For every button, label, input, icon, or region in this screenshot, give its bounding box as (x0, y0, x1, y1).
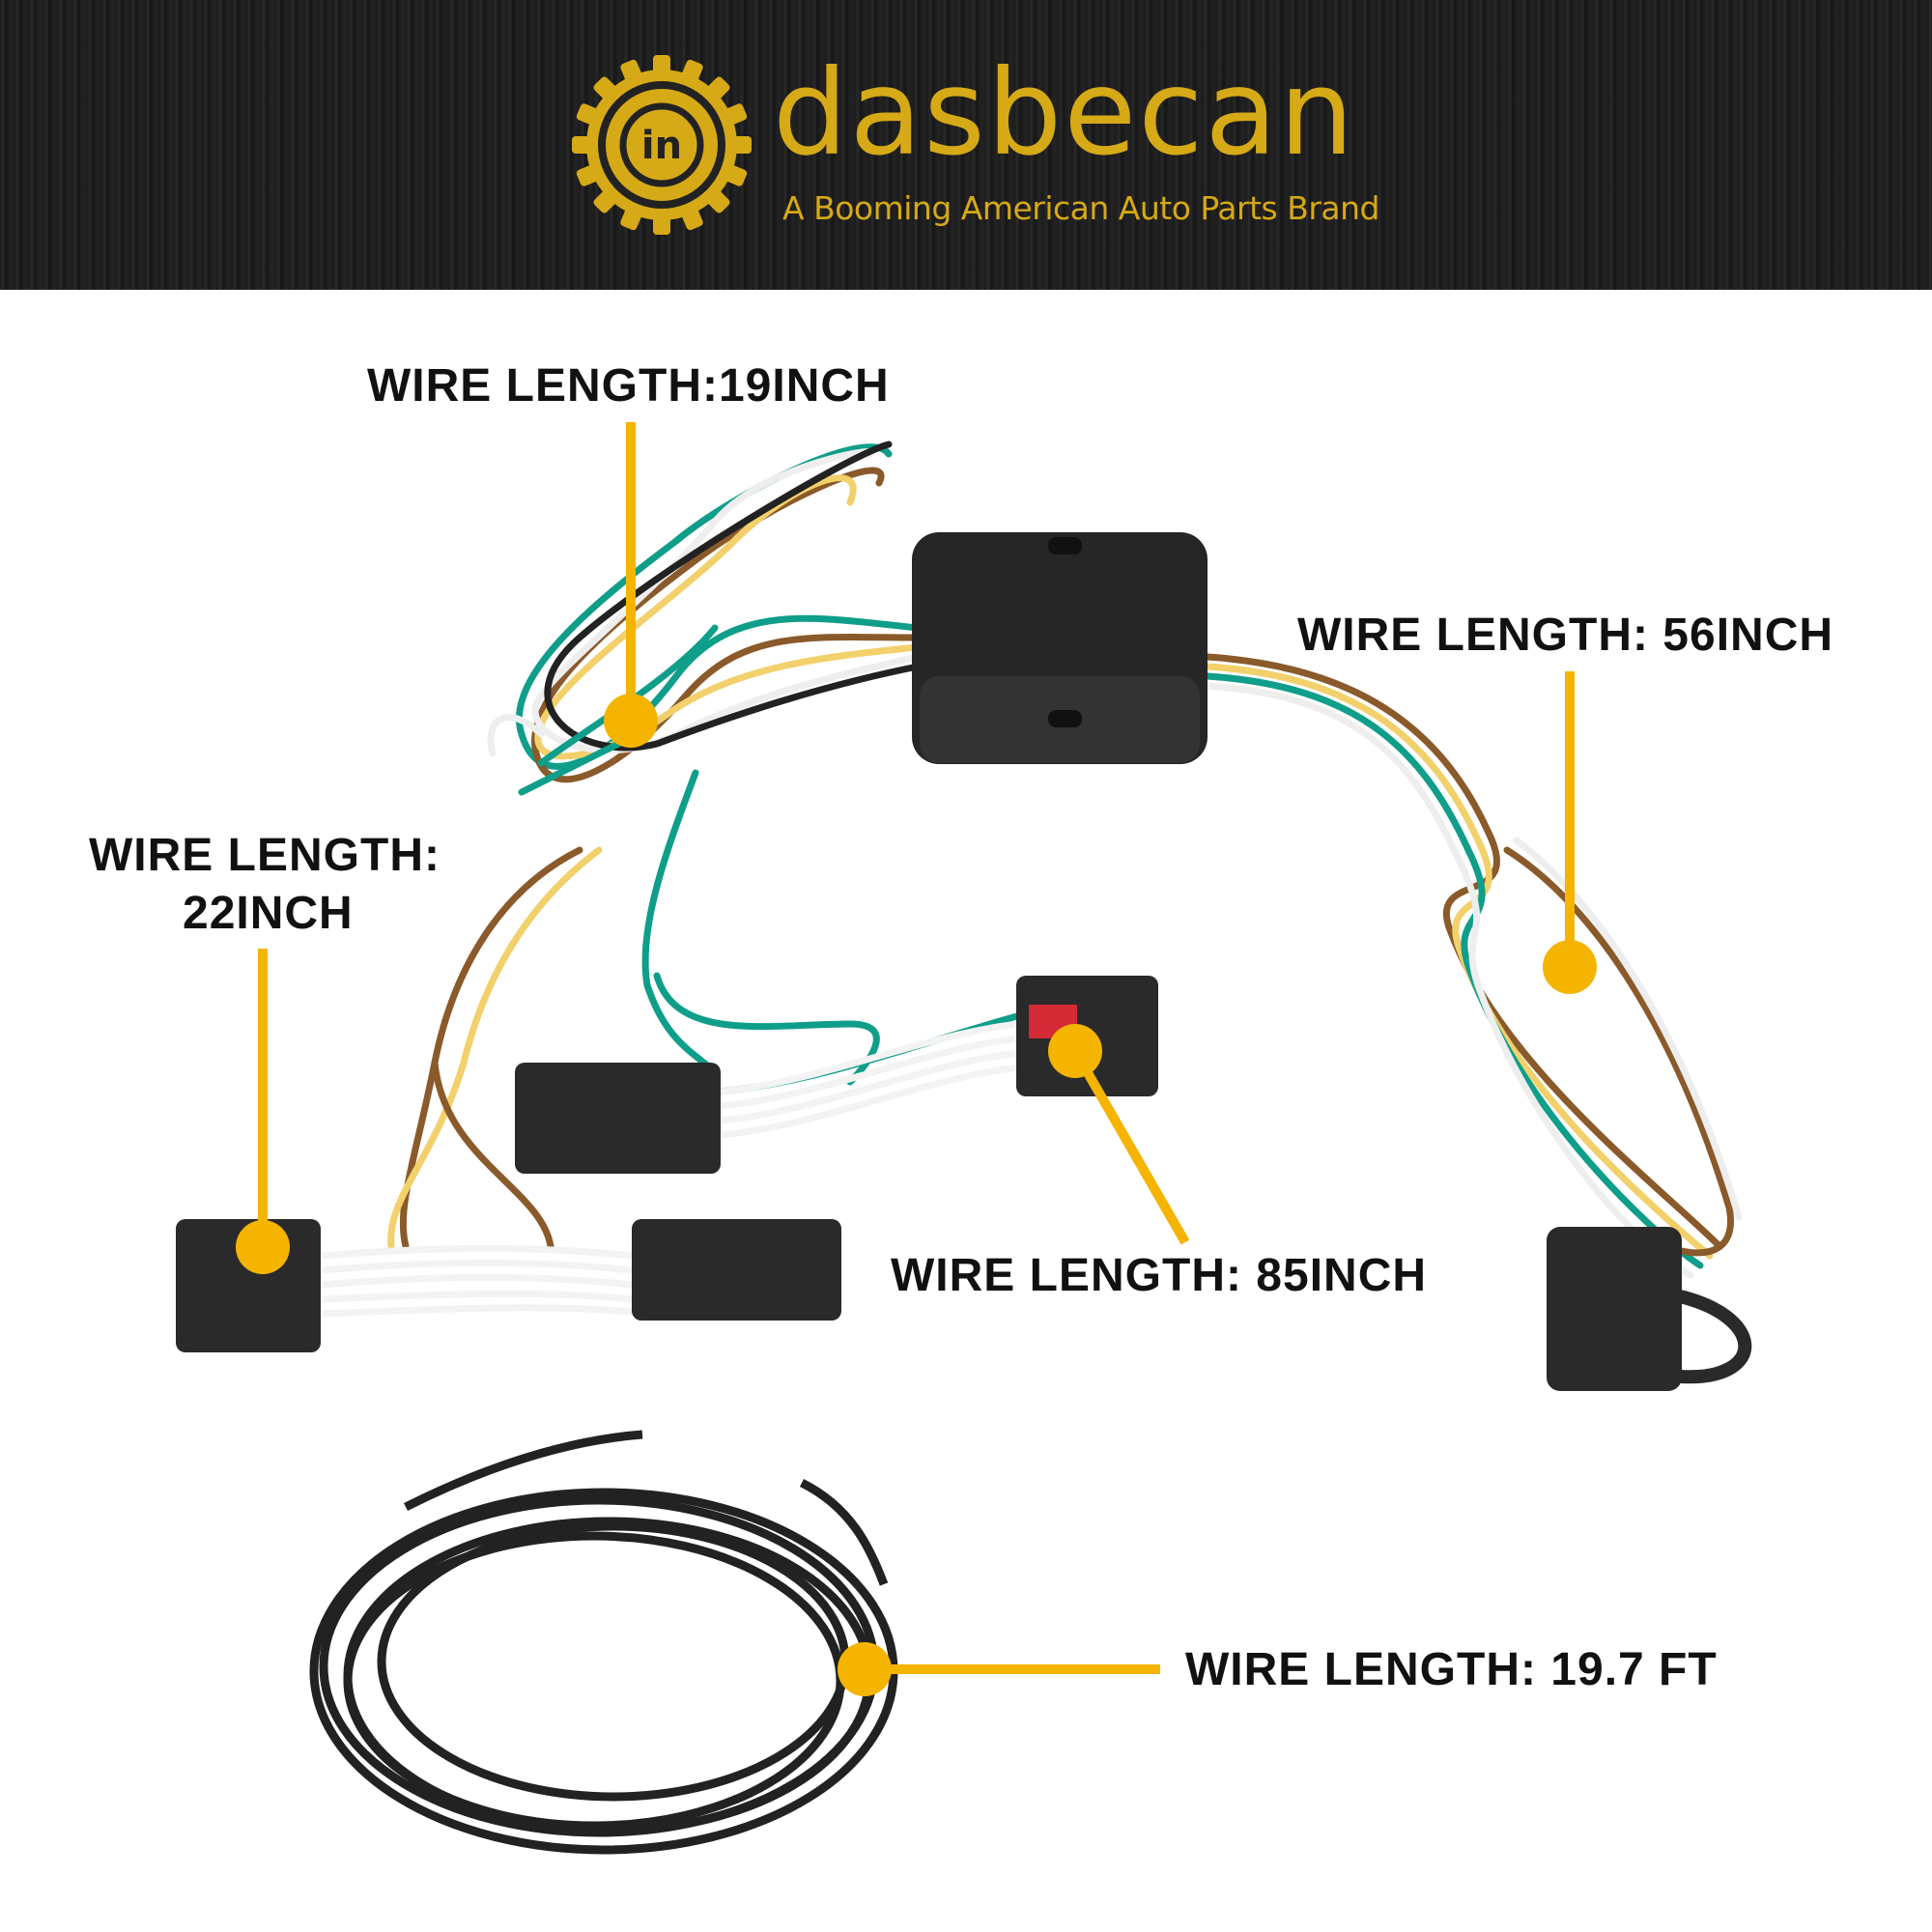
gear-tooth (681, 59, 703, 84)
gear-tooth (576, 164, 601, 186)
gear-tooth (593, 188, 618, 213)
brand-name: dasbecan (773, 44, 1356, 182)
gear-tooth (572, 136, 593, 154)
gear-tooth (705, 188, 730, 213)
gear-tooth (730, 136, 752, 154)
gear-tooth (653, 213, 670, 235)
gear-tooth (705, 76, 730, 101)
brand-tagline: A Booming American Auto Parts Brand (782, 189, 1380, 227)
gear-tooth (620, 59, 642, 84)
label-wire-22inch-line1: WIRE LENGTH: (89, 830, 440, 881)
label-wire-85inch: WIRE LENGTH: 85INCH (891, 1250, 1428, 1301)
label-wire-19inch: WIRE LENGTH:19INCH (367, 360, 890, 412)
gear-tooth (723, 164, 748, 186)
label-wire-56inch: WIRE LENGTH: 56INCH (1297, 610, 1834, 661)
converter-module (912, 532, 1208, 764)
label-wire-22inch-line2: 22INCH (183, 888, 354, 939)
gear-tooth (723, 103, 748, 126)
gear-tooth (593, 76, 618, 101)
wiring-harness-photo (176, 440, 1752, 1855)
gear-tooth (681, 206, 703, 231)
logo-lettering: in (641, 124, 682, 168)
gear-logo-icon: in (572, 55, 752, 235)
white-wires (322, 1020, 1020, 1318)
gear-tooth (653, 55, 670, 76)
gear-tooth (576, 103, 601, 126)
gear-tooth (620, 206, 642, 231)
black-wire-coil (309, 1430, 898, 1855)
label-wire-19-7ft: WIRE LENGTH: 19.7 FT (1185, 1644, 1718, 1695)
brand-header: in dasbecan A Booming American Auto Part… (0, 0, 1932, 290)
